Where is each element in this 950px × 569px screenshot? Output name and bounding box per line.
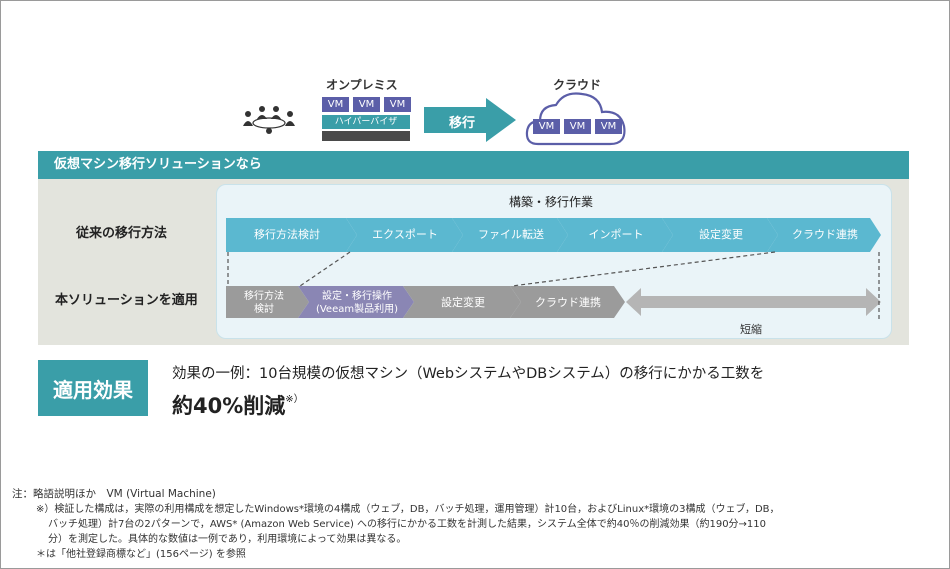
row2-step-1: 移行方法 検討: [226, 286, 302, 319]
row2-step-2-line1: 設定・移行操作: [322, 290, 392, 302]
row1-step-6: クラウド連携: [792, 228, 858, 241]
row2-step-4: クラウド連携: [535, 296, 601, 309]
cloud-vm-3: VM: [595, 119, 622, 134]
row2-step-2: 設定・移行操作 (Veeam製品利用): [306, 286, 408, 319]
row-conventional-label: 従来の移行方法: [76, 226, 168, 241]
row1-step-1: 移行方法検討: [254, 228, 320, 241]
row2-step-3: 設定変更: [441, 296, 485, 309]
effect-result: 約40%削減: [172, 394, 286, 418]
cloud-vm-1: VM: [533, 119, 560, 134]
row2-step-1-line1: 移行方法: [244, 290, 284, 302]
onprem-vm-2: VM: [353, 97, 380, 112]
row1-step-3: ファイル転送: [478, 228, 544, 241]
row-solution-label: 本ソリューションを適用: [55, 293, 198, 308]
cloud-vm-2: VM: [564, 119, 591, 134]
effect-note-mark: ※）: [285, 394, 304, 405]
hypervisor-box: ハイパーバイザ: [322, 115, 410, 129]
cloud-label: クラウド: [553, 78, 602, 92]
panel-header: 構築・移行作業: [509, 195, 594, 209]
onprem-vm-3: VM: [384, 97, 411, 112]
row1-step-4: インポート: [588, 228, 644, 241]
note-trademark: ＊は「他社登録商標など」(156ページ) を参照: [36, 549, 246, 560]
row2-step-2-line2: (Veeam製品利用): [315, 303, 399, 315]
effect-box: 適用効果: [38, 360, 148, 416]
server-base: [322, 131, 410, 141]
migrate-label: 移行: [449, 116, 476, 131]
note-verification-3: 分）を測定した。具体的な数値は一例であり，利用環境によって効果は異なる。: [48, 534, 407, 545]
effect-line1: 効果の一例：10台規模の仮想マシン（WebシステムやDBシステム）の移行にかかる…: [172, 366, 765, 382]
onprem-label: オンプレミス: [326, 78, 398, 92]
meeting-people-icon: [243, 106, 295, 134]
migrate-arrow: [424, 98, 516, 142]
note-abbrev: 注：略語説明ほか VM (Virtual Machine): [12, 488, 216, 500]
solution-banner: 仮想マシン移行ソリューションなら: [38, 151, 909, 179]
note-verification-1: ※）検証した構成は，実際の利用構成を想定したWindows*環境の4構成（ウェブ…: [36, 504, 780, 515]
row1-step-2: エクスポート: [372, 228, 438, 241]
shorten-label: 短縮: [740, 323, 762, 336]
note-verification-2: バッチ処理）計7台の2パターンで，AWS* (Amazon Web Servic…: [48, 519, 767, 530]
effect-line2: 約40%削減※）: [172, 390, 304, 420]
onprem-vm-1: VM: [322, 97, 349, 112]
row2-step-1-line2: 検討: [254, 303, 274, 315]
row1-step-5: 設定変更: [699, 228, 743, 241]
